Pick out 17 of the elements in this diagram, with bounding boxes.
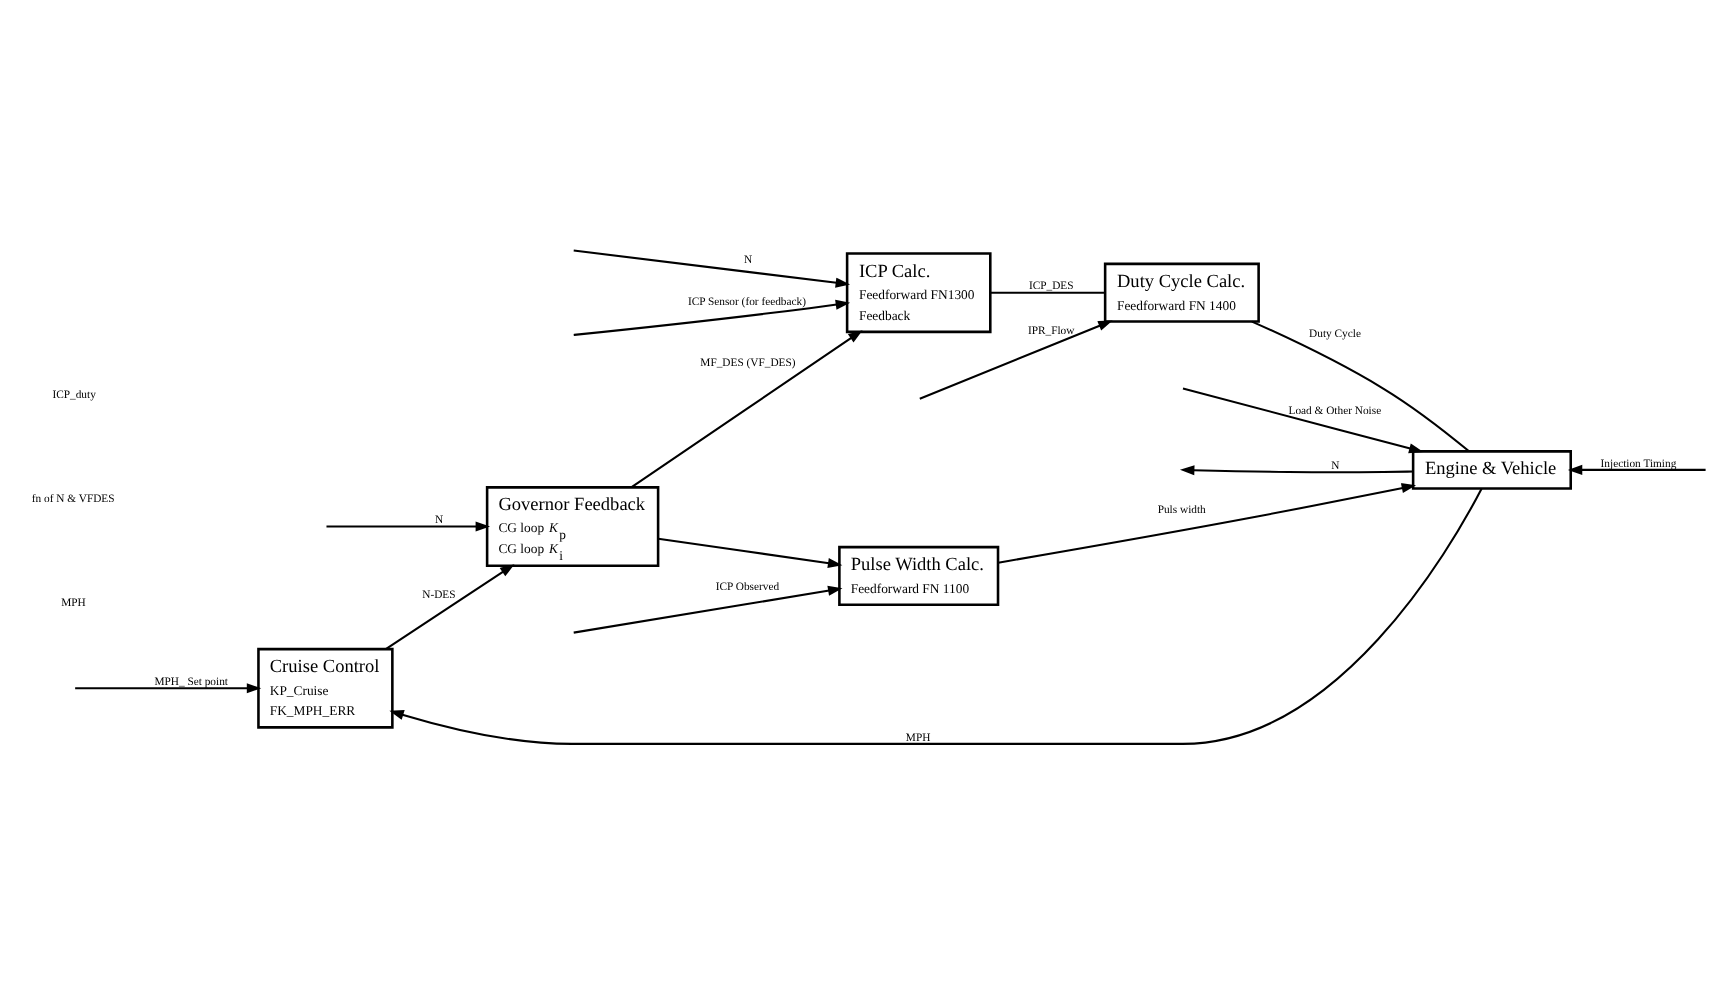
arrow: [657, 536, 842, 568]
arrow: [572, 298, 850, 335]
arrow: [1178, 464, 1412, 475]
node-box: Engine & Vehicle: [1410, 449, 1571, 489]
arrow: [918, 319, 1112, 399]
arrow: [572, 248, 850, 287]
connector: [1250, 319, 1469, 451]
connector: [989, 290, 1105, 293]
arrow: [74, 682, 261, 693]
arrow: [1181, 386, 1423, 453]
arrow: [384, 563, 514, 649]
arrow: [572, 584, 842, 633]
arrow: [388, 487, 1482, 744]
arrow: [325, 520, 490, 531]
arrow: [1566, 463, 1705, 474]
arrow: [630, 329, 862, 487]
arrow: [997, 482, 1416, 563]
